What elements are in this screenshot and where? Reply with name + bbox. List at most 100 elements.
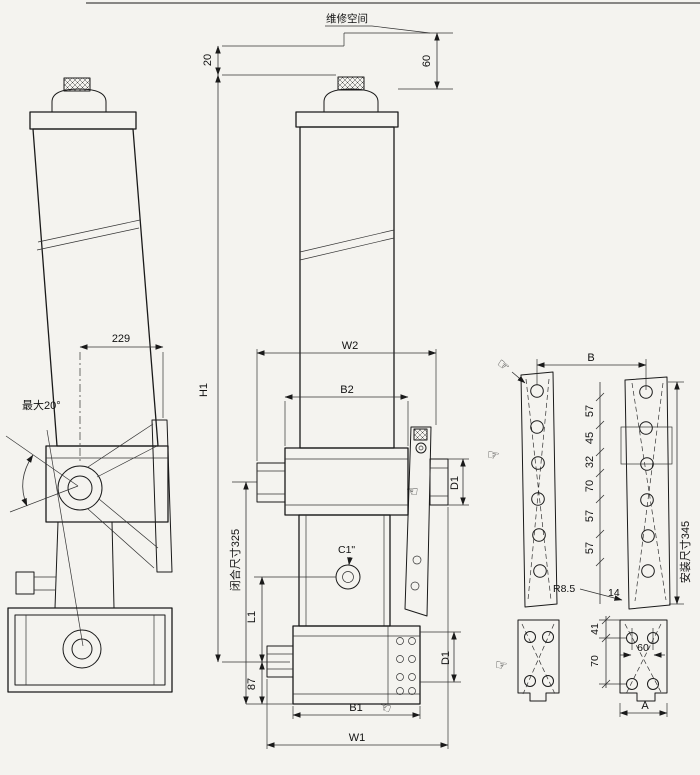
hole-pitch-chain: 57 45 32 70 57 57: [584, 382, 605, 604]
dim-label-60-plate: 60: [637, 642, 649, 654]
chain-dim-5: 57: [584, 542, 596, 554]
dim-label-w1: W1: [349, 732, 366, 744]
dim-l1: L1: [246, 576, 336, 663]
dim-b1: B1: [292, 702, 421, 719]
top-knob-hatched: [337, 76, 365, 91]
dim-label-l1: L1: [246, 611, 258, 623]
dim-a: A: [619, 700, 668, 717]
dim-label-install: 安装尺寸345: [678, 521, 692, 583]
dim-w1: W1: [266, 507, 449, 749]
trunnion-outer: [57, 465, 103, 511]
plate-holes: [530, 384, 547, 578]
bracket-bolt-head: [415, 442, 427, 454]
dim-b2: B2: [284, 384, 409, 446]
tilt-angle-annotation: 最大20°: [5, 398, 79, 513]
bottom-mount-block: [266, 625, 421, 705]
bracket-fan-lines: [87, 423, 159, 569]
tilt-axis-line: [46, 429, 84, 647]
dim-label-closed: 闭合尺寸325: [228, 529, 242, 591]
top-knob-hatched: [63, 77, 91, 92]
dim-87: 87: [246, 661, 293, 705]
plate-leader-arrow: [511, 371, 526, 384]
lower-left-plate: [517, 619, 560, 702]
lower-tube: [54, 521, 115, 609]
port-thread-callout: C1": [338, 544, 355, 566]
chain-dim-2: 32: [584, 456, 596, 468]
oil-port-hand-icon: ☜: [377, 699, 394, 718]
bracket-plate: [151, 419, 173, 573]
flange-bolt-holes: [396, 637, 416, 695]
dim-label-w2: W2: [342, 340, 359, 352]
side-port-boss: [15, 571, 35, 595]
side-bracket-plate: [404, 426, 432, 617]
dim-label-b1: B1: [349, 702, 362, 714]
oil-port-hand-icon: ☜: [406, 484, 419, 500]
dim-label-87: 87: [246, 678, 258, 690]
base-pin-hole-outer: [62, 629, 102, 669]
oil-port-hand-icon: ☞: [494, 657, 509, 675]
dim-label-14: 14: [608, 587, 620, 599]
dim-label-a: A: [641, 700, 649, 712]
radius-label: R8.5: [553, 583, 575, 595]
dim-d1-bottom: D1: [420, 631, 461, 683]
center-view-cylinder: 维修空间 60 20 H1 闭合尺寸325 L1: [198, 12, 469, 749]
chain-dim-3: 70: [584, 480, 596, 492]
left-view-tilted-cylinder: 最大20° 229: [5, 77, 173, 693]
dim-label-b: B: [587, 352, 594, 364]
dim-label-b2: B2: [340, 384, 353, 396]
dim-label-60-top: 60: [421, 55, 433, 67]
top-dome: [51, 88, 107, 112]
right-port-boss: [429, 458, 449, 506]
dim-install-length: 安装尺寸345: [668, 381, 692, 605]
oil-port-hand-icon: ☞: [493, 356, 513, 376]
dim-label-229: 229: [112, 333, 130, 345]
cylinder-cap: [295, 111, 399, 128]
dim-label-70: 70: [589, 655, 601, 667]
dim-maintenance-space: 维修空间 60 20: [202, 12, 453, 90]
cylinder-cap: [29, 111, 137, 130]
dim-label-d1-side: D1: [449, 476, 461, 490]
dim-b: B: [536, 352, 647, 390]
radius-callout: R8.5 14: [553, 583, 623, 601]
break-lines: [36, 219, 141, 251]
lower-stage-tube: [298, 514, 391, 627]
bracket-hole: [412, 555, 422, 565]
center-port-boss: [335, 564, 361, 590]
cylinder-barrel: [32, 128, 159, 447]
dim-label-41: 41: [589, 623, 601, 635]
oil-port-hand-icon: ☞: [486, 447, 501, 465]
dim-w2: W2: [256, 340, 437, 461]
max-angle-label: 最大20°: [22, 398, 61, 412]
bracket-hole: [410, 581, 420, 591]
dim-closed-length: 闭合尺寸325: [228, 481, 257, 705]
lower-right-plate: 60: [619, 619, 668, 702]
chain-dim-4: 57: [584, 510, 596, 522]
chain-dim-1: 45: [584, 432, 596, 444]
collar: [45, 445, 169, 523]
left-port-boss: [256, 462, 286, 503]
bottom-port-boss: [266, 645, 294, 678]
upper-right-plate: [620, 376, 673, 610]
dim-label-h1: H1: [198, 383, 210, 397]
port-thread-label: C1": [338, 544, 355, 556]
base-pin-hole-inner: [71, 638, 93, 660]
top-dome: [323, 88, 379, 112]
trunnion-inner: [67, 475, 93, 501]
plate-holes: [639, 385, 655, 578]
bracket-section-outline: [620, 426, 673, 465]
dim-60: 60: [620, 628, 665, 658]
right-view-mounting-plates: B 57 45 32 70 57 57 安装尺寸345 R8.5: [486, 352, 692, 717]
dim-229: 229: [79, 333, 164, 464]
dim-h1: H1: [198, 74, 336, 663]
maintenance-space-label: 维修空间: [326, 12, 368, 25]
dim-label-d1-bottom: D1: [440, 651, 452, 665]
dim-d1-side: D1: [448, 458, 469, 506]
break-lines: [299, 229, 395, 261]
chain-dim-0: 57: [584, 405, 596, 417]
cylinder-barrel: [299, 126, 395, 449]
base-bracket: [7, 607, 173, 693]
dim-41-70: 41 70: [589, 615, 626, 689]
upper-left-plate: [520, 371, 558, 608]
